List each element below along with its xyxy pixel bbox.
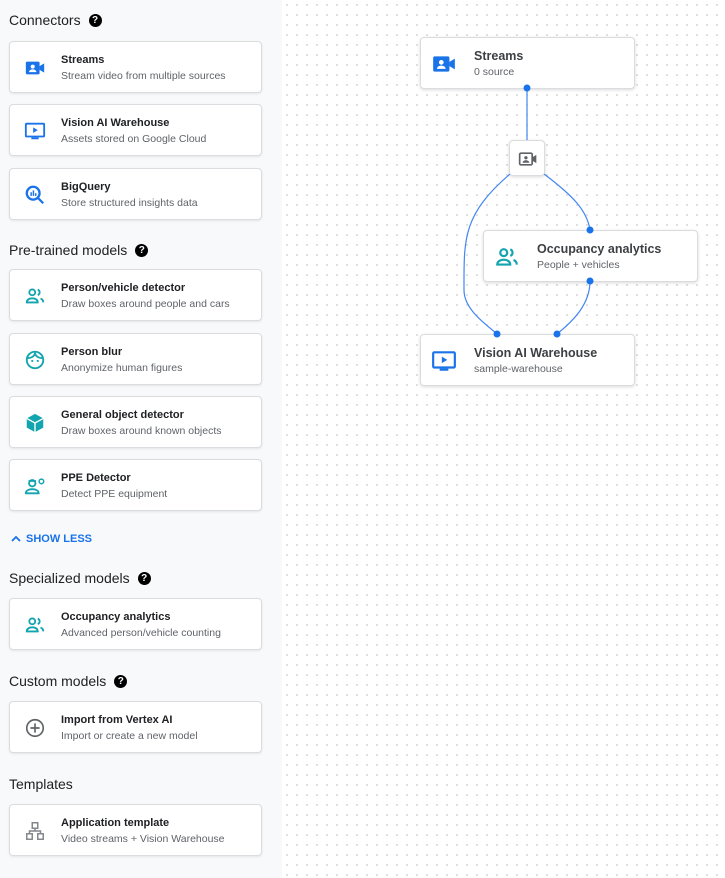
heading-text: Specialized models <box>9 570 130 586</box>
templates-heading: Templates <box>9 776 73 792</box>
card-subtitle: Anonymize human figures <box>61 362 183 374</box>
people-icon <box>494 244 520 270</box>
heading-text: Connectors <box>9 12 81 28</box>
graph-edges <box>463 88 591 335</box>
card-title: PPE Detector <box>61 472 131 484</box>
card-title: BigQuery <box>61 181 111 193</box>
card-title: Person blur <box>61 346 123 358</box>
monitor-play-icon <box>431 348 457 374</box>
help-icon[interactable]: ? <box>114 674 128 688</box>
help-icon[interactable]: ? <box>137 571 151 585</box>
node-occupancy-analytics[interactable]: Occupancy analytics People + vehicles <box>483 230 698 282</box>
model-occupancy-analytics[interactable]: Occupancy analytics Advanced person/vehi… <box>9 598 262 650</box>
card-title: Vision AI Warehouse <box>61 117 170 129</box>
node-subtitle: People + vehicles <box>537 259 620 271</box>
video-camera-icon <box>24 57 46 79</box>
heading-text: Pre-trained models <box>9 242 128 258</box>
node-stream-hub[interactable] <box>509 140 545 176</box>
node-title: Vision AI Warehouse <box>474 346 598 360</box>
card-subtitle: Draw boxes around known objects <box>61 425 222 437</box>
card-title: Streams <box>61 54 105 66</box>
model-ppe-detector[interactable]: PPE Detector Detect PPE equipment <box>9 459 262 511</box>
card-subtitle: Stream video from multiple sources <box>61 70 226 82</box>
edge-hub-to-occupancy <box>543 173 591 231</box>
card-subtitle: Draw boxes around people and cars <box>61 298 230 310</box>
node-subtitle: sample-warehouse <box>474 363 563 375</box>
import-vertex-ai[interactable]: Import from Vertex AI Import or create a… <box>9 701 262 753</box>
hierarchy-icon <box>24 820 46 842</box>
card-subtitle: Advanced person/vehicle counting <box>61 627 221 639</box>
model-object-detector[interactable]: General object detector Draw boxes aroun… <box>9 396 262 448</box>
edge-occupancy-to-warehouse <box>556 280 591 335</box>
model-person-blur[interactable]: Person blur Anonymize human figures <box>9 333 262 385</box>
model-person-vehicle[interactable]: Person/vehicle detector Draw boxes aroun… <box>9 269 262 321</box>
node-subtitle: 0 source <box>474 66 515 78</box>
add-circle-icon <box>24 717 46 739</box>
card-subtitle: Assets stored on Google Cloud <box>61 133 207 145</box>
application-template[interactable]: Application template Video streams + Vis… <box>9 804 262 856</box>
heading-text: Templates <box>9 776 73 792</box>
monitor-play-icon <box>24 120 46 142</box>
card-subtitle: Store structured insights data <box>61 197 198 209</box>
card-title: Person/vehicle detector <box>61 282 186 294</box>
card-subtitle: Video streams + Vision Warehouse <box>61 833 225 845</box>
ppe-icon <box>24 475 46 497</box>
custom-heading: Custom models? <box>9 673 128 689</box>
people-icon <box>24 285 46 307</box>
cube-icon <box>24 412 46 434</box>
help-icon[interactable]: ? <box>88 13 102 27</box>
sidebar: Connectors? Streams Stream video from mu… <box>0 0 282 878</box>
help-icon[interactable]: ? <box>135 243 149 257</box>
connector-warehouse[interactable]: Vision AI Warehouse Assets stored on Goo… <box>9 104 262 156</box>
specialized-heading: Specialized models? <box>9 570 151 586</box>
graph-canvas[interactable]: Streams 0 source Occupancy analytics Peo… <box>282 0 725 878</box>
node-title: Occupancy analytics <box>537 242 662 256</box>
heading-text: Custom models <box>9 673 107 689</box>
node-vision-warehouse[interactable]: Vision AI Warehouse sample-warehouse <box>420 334 635 386</box>
node-streams[interactable]: Streams 0 source <box>420 37 635 89</box>
connectors-heading: Connectors? <box>9 12 102 28</box>
show-less-button[interactable]: SHOW LESS <box>10 533 92 545</box>
pretrained-heading: Pre-trained models? <box>9 242 149 258</box>
show-less-label: SHOW LESS <box>26 533 93 545</box>
node-title: Streams <box>474 49 524 63</box>
bigquery-icon <box>24 184 46 206</box>
card-title: Application template <box>61 817 170 829</box>
connector-streams[interactable]: Streams Stream video from multiple sourc… <box>9 41 262 93</box>
chevron-up-icon <box>11 535 21 542</box>
card-title: Import from Vertex AI <box>61 714 173 726</box>
card-subtitle: Detect PPE equipment <box>61 488 168 500</box>
edge-hub-to-warehouse <box>463 173 511 335</box>
people-icon <box>24 614 46 636</box>
card-subtitle: Import or create a new model <box>61 730 198 742</box>
video-camera-icon <box>518 149 538 169</box>
face-icon <box>24 349 46 371</box>
video-camera-icon <box>431 51 457 77</box>
card-title: Occupancy analytics <box>61 611 171 623</box>
card-title: General object detector <box>61 409 184 421</box>
connector-bigquery[interactable]: BigQuery Store structured insights data <box>9 168 262 220</box>
